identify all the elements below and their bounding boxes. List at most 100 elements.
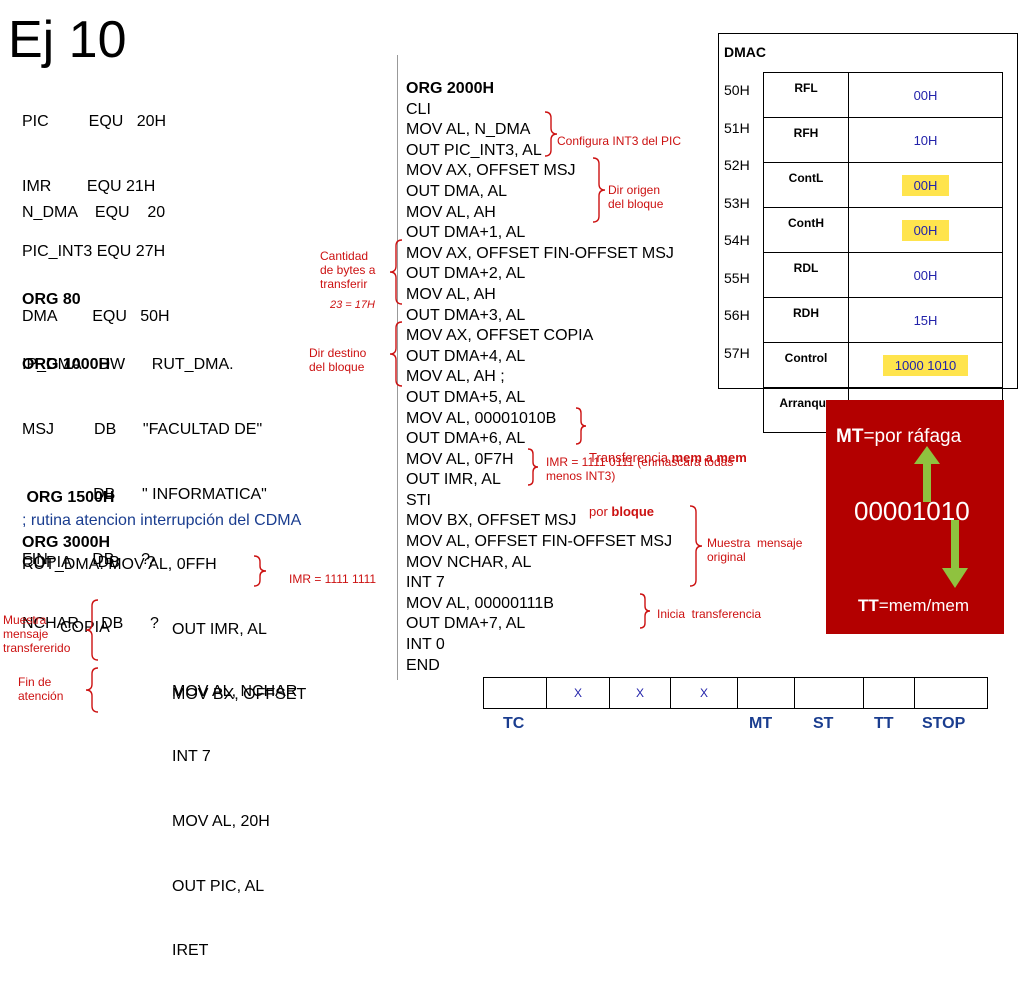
brace-fin-atencion (85, 667, 99, 713)
control-bit-cell: X (609, 677, 671, 709)
column-divider (397, 55, 398, 680)
code-line: INT 7 (172, 747, 211, 765)
code-line: IP_DMA DW RUT_DMA. (22, 355, 234, 373)
code-line: MOV AL, AH ; (406, 368, 505, 386)
code-line: DB " INFORMATICA" (22, 485, 267, 503)
page-title: Ej 10 (8, 11, 127, 69)
dmac-address: 54H (724, 232, 750, 248)
control-bit-cell: X (546, 677, 610, 709)
code-line: MOV AX, OFFSET COPIA (406, 327, 594, 345)
code-line: DMA EQU 50H (22, 307, 170, 325)
code-line: MOV AL, N_DMA (406, 121, 531, 139)
brace-transferencia (575, 407, 587, 445)
code-line: OUT DMA+4, AL (406, 347, 526, 365)
code-line: OUT IMR, AL (406, 471, 501, 489)
annotation-imr-ff: IMR = 1111 1111 (289, 572, 377, 586)
code-line: OUT DMA+6, AL (406, 430, 526, 448)
left-code-declarations: PIC EQU 20H IMR EQU 21H PIC_INT3 EQU 27H… (22, 68, 170, 349)
register-value-cell: 00H (848, 252, 1003, 298)
brace-muestra-original (689, 505, 703, 587)
code-line: OUT DMA+3, AL (406, 306, 526, 324)
annotation-muestra-original: Muestra mensaje original (707, 536, 803, 564)
register-value-cell: 10H (848, 117, 1003, 163)
brace-imr (527, 448, 539, 486)
code-line: MOV AL, 0F7H (406, 450, 514, 468)
dmac-address: 52H (724, 157, 750, 173)
dmac-title: DMAC (724, 44, 766, 60)
code-line: STI (406, 491, 431, 509)
left-code-org1500: ORG 1500H COPIA DB ? (22, 444, 155, 595)
code-line: INT 7 (406, 574, 445, 592)
code-line: OUT DMA+1, AL (406, 224, 526, 242)
register-value-cell: 1000 1010 (848, 342, 1003, 388)
register-value: 00H (901, 219, 950, 241)
register-value-cell: 00H (848, 207, 1003, 253)
control-bit-cell (794, 677, 864, 709)
code-line: PIC EQU 20H (22, 113, 167, 131)
control-bit-cell (737, 677, 795, 709)
brace-dir-destino (389, 321, 403, 387)
code-line: MOV AL, OFFSET FIN-OFFSET MSJ (406, 533, 673, 551)
code-line: ORG 80 (22, 291, 81, 309)
code-line: MOV NCHAR, AL (406, 553, 532, 571)
code-line: MOV BX, OFFSET MSJ (406, 512, 577, 530)
bit-label-tt: TT (874, 715, 894, 732)
dmac-register-row: ContH 00H (763, 207, 1003, 253)
annotation-dir-origen: Dir origen del bloque (608, 183, 664, 211)
control-bit-cell (483, 677, 547, 709)
register-name: RFL (763, 72, 849, 118)
code-line: OUT DMA+7, AL (406, 615, 526, 633)
arrow-up-icon (914, 446, 940, 502)
transferencia-bold-2: bloque (611, 504, 655, 519)
dmac-address: 55H (724, 269, 750, 286)
code-line: OUT IMR, AL (172, 621, 267, 639)
register-value: 00H (913, 267, 938, 283)
bit-label-tc: TC (503, 715, 525, 732)
left-code-org80: ORG 80 IP_DMA DW RUT_DMA. (22, 246, 234, 397)
tt-label-rest: =mem/mem (878, 596, 969, 615)
code-line: COPIA DB ? (22, 553, 156, 571)
code-line: MOV AX, OFFSET MSJ (406, 162, 576, 180)
code-line: MOV AL, NCHAR (172, 683, 298, 701)
register-value-cell: 15H (848, 297, 1003, 343)
code-line: ORG 1000H (22, 356, 111, 374)
dmac-address: 51H (724, 119, 750, 136)
bit-label-stop: STOP (922, 715, 966, 732)
code-line: MOV AL, 00000111B (406, 594, 554, 612)
code-line: NCHAR DB ? (22, 615, 159, 633)
code-line: RUT_DMA: MOV AL, 0FFH (22, 556, 217, 573)
code-line: MOV AL, AH (406, 285, 496, 303)
annotation-inicia: Inicia transferencia (657, 607, 762, 621)
annotation-muestra-transferido: Muestra mensaje transfererido (3, 613, 71, 655)
arrow-down-icon (942, 520, 968, 588)
transferencia-bold: mem a mem (671, 450, 747, 465)
code-line: ORG 3000H (22, 534, 111, 551)
code-line: PIC_INT3 EQU 27H (22, 242, 166, 260)
brace-dir-origen (592, 157, 606, 223)
register-name: Control (763, 342, 849, 388)
brace-imr-ff (253, 555, 267, 587)
dmac-address: 53H (724, 194, 750, 211)
control-bit-cell (914, 677, 988, 709)
code-line: INT 0 (406, 636, 445, 654)
mt-label-bold: MT (836, 426, 864, 447)
annotation-config-int3: Configura INT3 del PIC (557, 134, 682, 148)
transferencia-text: Transferencia (589, 450, 672, 465)
code-line: MOV AL, 20H (172, 812, 270, 830)
code-line: OUT PIC, AL (172, 877, 265, 895)
register-name: ContH (763, 207, 849, 253)
code-line: CLI (406, 100, 431, 118)
register-value-cell: 00H (848, 162, 1003, 208)
code-line: FIN DB ? (22, 550, 151, 568)
dmac-address: 57H (724, 344, 750, 361)
bit-label-mt: MT (749, 715, 773, 732)
register-value: 10H (913, 132, 938, 148)
code-line: MOV AX, OFFSET FIN-OFFSET MSJ (406, 244, 674, 262)
register-value-cell: 00H (848, 72, 1003, 118)
